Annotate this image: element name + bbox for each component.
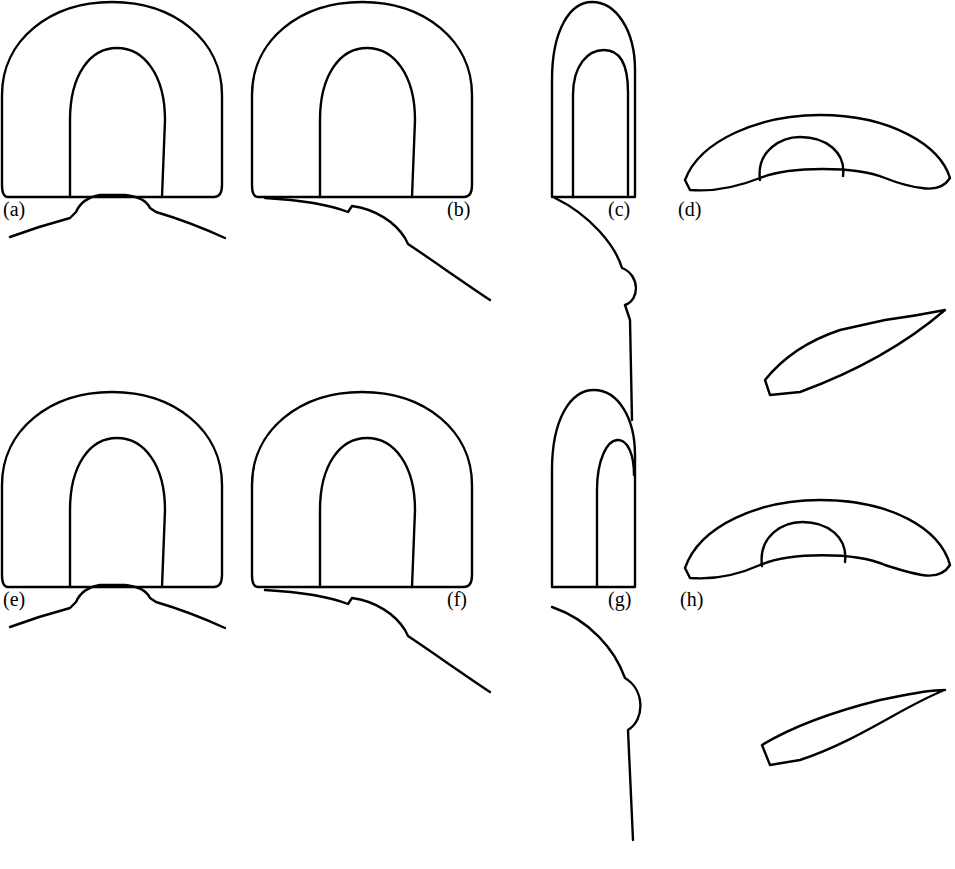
profile-c: [555, 198, 636, 420]
panel-label: (d): [678, 198, 701, 220]
profile-b: [265, 198, 490, 300]
panel-label: (a): [3, 198, 25, 220]
section-h: [762, 690, 945, 765]
outline-d: [685, 115, 950, 190]
panel-label: (h): [680, 588, 703, 610]
outline-f: [252, 392, 472, 587]
panel-label: (g): [608, 588, 631, 610]
outline-e: [2, 392, 222, 587]
profile-a: [10, 195, 225, 238]
panel-label: (c): [608, 198, 630, 220]
section-d: [765, 310, 945, 395]
outline-c: [552, 2, 635, 197]
profile-g: [552, 607, 640, 840]
panel-label: (e): [3, 588, 25, 610]
outline-g: [552, 390, 635, 587]
outline-b: [252, 2, 472, 197]
profile-e: [10, 585, 225, 628]
panel-label: (f): [447, 588, 467, 610]
outline-h: [685, 500, 950, 578]
outline-a: [2, 2, 222, 197]
panel-label: (b): [447, 198, 470, 220]
